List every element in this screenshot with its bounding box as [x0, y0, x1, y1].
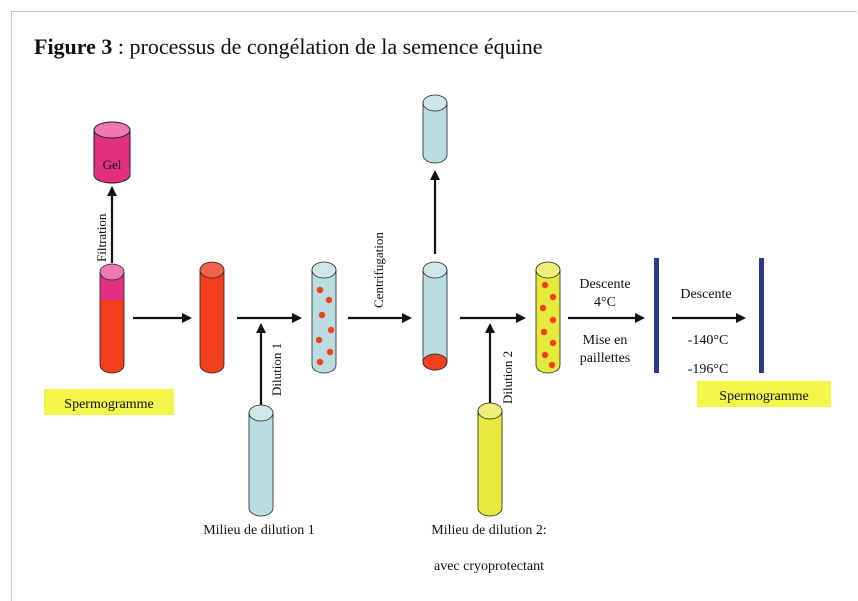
supernatant-tube — [422, 94, 448, 164]
sperm-dots-2 — [539, 281, 557, 369]
filtration-label: Filtration — [94, 213, 109, 262]
diluted1-tube — [311, 261, 337, 374]
temp-4-label: 4°C — [594, 295, 616, 310]
descente-4-label: Descente — [579, 277, 630, 292]
milieu2-label-line1: Milieu de dilution 2: — [431, 523, 547, 538]
diluted2-tube — [535, 261, 561, 374]
filtered-semen-tube — [199, 261, 225, 374]
raw-semen-tube — [99, 263, 125, 374]
gel-tube: Gel — [93, 121, 131, 184]
milieu2-label-line2: avec cryoprotectant — [434, 559, 544, 574]
straw-bar-right — [759, 258, 764, 373]
diluent1-tube — [248, 404, 274, 517]
dilution1-label: Dilution 1 — [269, 343, 284, 396]
milieu1-label: Milieu de dilution 1 — [203, 523, 315, 538]
spermogramme-end: Spermogramme — [719, 389, 808, 404]
diluent2-tube — [477, 402, 503, 517]
centrifuged-tube — [422, 261, 448, 371]
centrifugation-label: Centrifugation — [371, 232, 386, 308]
descente-2-label: Descente — [680, 287, 731, 302]
gel-label: Gel — [103, 157, 122, 172]
pellet — [422, 353, 448, 371]
straw-bar-left — [654, 258, 659, 373]
mise-en-label: Mise en — [583, 333, 628, 348]
figure-title: : processus de congélation de la semence… — [112, 34, 543, 59]
paillettes-label: paillettes — [580, 351, 631, 366]
spermogramme-end-highlight — [697, 381, 831, 407]
dilution2-label: Dilution 2 — [500, 351, 515, 404]
spermogramme-start: Spermogramme — [64, 397, 153, 412]
temp-140-label: -140°C — [688, 333, 729, 348]
figure-caption: Figure 3 : processus de congélation de l… — [34, 34, 543, 60]
spermogramme-start-highlight — [44, 389, 174, 415]
sperm-dots-1 — [315, 286, 335, 366]
figure-number: Figure 3 — [34, 34, 113, 59]
temp-196-label: -196°C — [688, 362, 729, 377]
